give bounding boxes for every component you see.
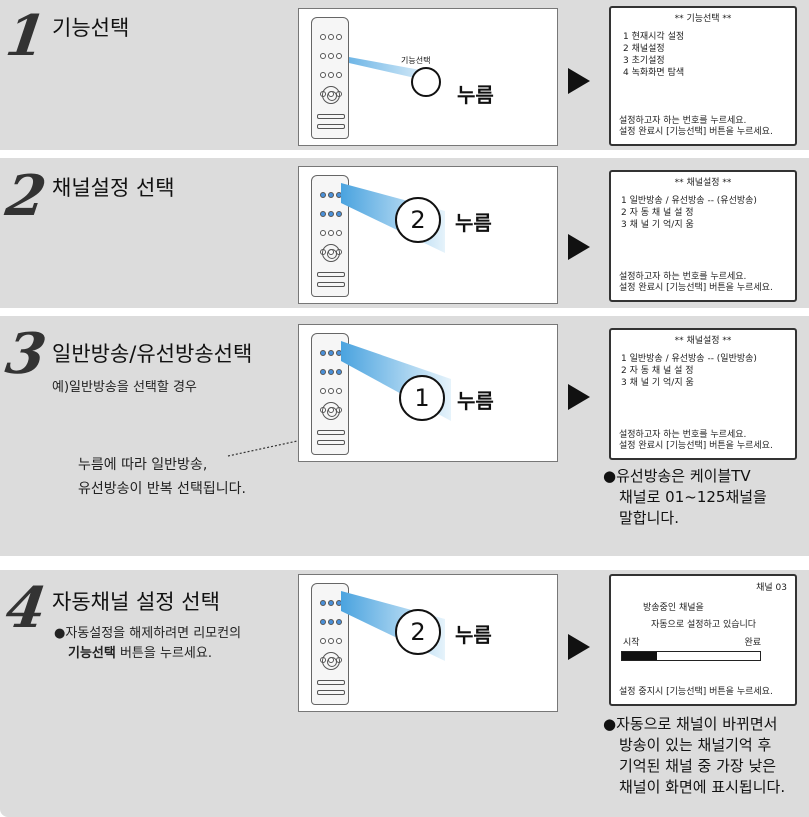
function-select-button[interactable] — [411, 67, 441, 97]
step-4-remote-panel: 2 누름 — [298, 574, 558, 712]
step-1-press-label: 누름 — [457, 83, 494, 107]
menu-item: 3 채 널 기 억/지 움 — [621, 220, 694, 230]
progress-labels: 시작 완료 — [623, 638, 761, 648]
screen-menu: 1 현재시각 설정 2 채널설정 3 초기설정 4 녹화화면 탐색 — [623, 31, 795, 79]
step-1-button-label: 기능선택 — [401, 56, 431, 65]
screen-line-2: 자동으로 설정하고 있습니다 — [651, 620, 757, 630]
step-1-screen: ** 기능선택 ** 1 현재시각 설정 2 채널설정 3 초기설정 4 녹화화… — [609, 6, 797, 146]
screen-title: ** 기능선택 ** — [674, 14, 732, 24]
menu-item: 1 일반방송 / 유선방송 -- (유선방송) — [621, 196, 757, 206]
menu-item: 2 자 동 채 널 설 정 — [621, 366, 694, 376]
menu-item: 3 채 널 기 억/지 움 — [621, 378, 694, 388]
step-1-section: 1 기능선택 기능선택 누름 ** 기능선택 ** 1 현재시각 설정 2 채널… — [0, 0, 809, 154]
step-1-remote-panel: 기능선택 누름 — [298, 8, 558, 146]
menu-item: 1 일반방송 / 유선방송 -- (일반방송) — [621, 354, 757, 364]
screen-title: ** 채널설정 ** — [674, 178, 732, 188]
menu-item: 1 현재시각 설정 — [623, 32, 685, 42]
step-4-number: 4 — [1, 575, 51, 641]
screen-footer: 설정하고자 하는 번호를 누르세요. 설정 완료시 [기능선택] 버튼을 누르세… — [619, 430, 773, 451]
progress-bar — [621, 651, 761, 661]
screen-footer: 설정하고자 하는 번호를 누르세요. 설정 완료시 [기능선택] 버튼을 누르세… — [619, 272, 773, 293]
callout-line-2: 유선방송이 반복 선택됩니다. — [78, 481, 246, 497]
menu-item: 2 채널설정 — [623, 44, 665, 54]
number-2-button[interactable]: 2 — [395, 609, 441, 655]
step-3-subtitle: 예)일반방송을 선택할 경우 — [52, 380, 197, 395]
step-4-section: 4 자동채널 설정 선택 ●자동설정을 해제하려면 리모컨의 기능선택 버튼을 … — [0, 570, 809, 817]
step-3-note: ●유선방송은 케이블TV 채널로 01~125채널을 말합니다. — [603, 467, 767, 527]
step-4-note: ●자동으로 채널이 바뀌면서 방송이 있는 채널기억 후 기억된 채널 중 가장… — [603, 715, 786, 796]
step-1-title: 기능선택 — [52, 16, 130, 40]
step-4-title: 자동채널 설정 선택 — [52, 590, 220, 614]
step-4-subtitle-line-1: ●자동설정을 해제하려면 리모컨의 — [54, 626, 242, 641]
screen-footer: 설정 중지시 [기능선택] 버튼을 누르세요. — [619, 687, 773, 697]
screen-channel: 채널 03 — [756, 583, 787, 593]
screen-menu: 1 일반방송 / 유선방송 -- (일반방송) 2 자 동 채 널 설 정 3 … — [621, 353, 795, 389]
remote-control-icon — [311, 333, 349, 455]
step-3-title: 일반방송/유선방송선택 — [52, 342, 253, 366]
step-2-screen: ** 채널설정 ** 1 일반방송 / 유선방송 -- (유선방송) 2 자 동… — [609, 170, 797, 302]
number-1-button[interactable]: 1 — [399, 375, 445, 421]
step-2-number: 2 — [1, 163, 51, 229]
screen-line-1: 방송중인 채널을 — [643, 603, 704, 613]
step-3-number: 3 — [1, 321, 51, 387]
screen-title: ** 채널설정 ** — [674, 336, 732, 346]
progress-fill — [622, 652, 657, 660]
step-2-remote-panel: 2 누름 — [298, 166, 558, 304]
callout-line-1: 누름에 따라 일반방송, — [78, 457, 208, 473]
number-2-button[interactable]: 2 — [395, 197, 441, 243]
step-2-press-label: 누름 — [455, 211, 492, 235]
arrow-right-icon — [568, 384, 590, 410]
screen-menu: 1 일반방송 / 유선방송 -- (유선방송) 2 자 동 채 널 설 정 3 … — [621, 195, 795, 231]
arrow-right-icon — [568, 634, 590, 660]
step-4-press-label: 누름 — [455, 623, 492, 647]
step-3-screen: ** 채널설정 ** 1 일반방송 / 유선방송 -- (일반방송) 2 자 동… — [609, 328, 797, 460]
remote-control-icon — [311, 17, 349, 139]
step-2-section: 2 채널설정 선택 2 누름 ** 채널설정 ** 1 일반방송 / 유선방송 … — [0, 158, 809, 312]
step-2-title: 채널설정 선택 — [52, 176, 175, 200]
screen-footer: 설정하고자 하는 번호를 누르세요. 설정 완료시 [기능선택] 버튼을 누르세… — [619, 116, 773, 137]
step-4-subtitle-line-2: 기능선택 버튼을 누르세요. — [68, 646, 212, 661]
arrow-right-icon — [568, 68, 590, 94]
step-1-number: 1 — [1, 3, 51, 69]
menu-item: 3 초기설정 — [623, 56, 665, 66]
step-3-section: 3 일반방송/유선방송선택 예)일반방송을 선택할 경우 누름에 따라 일반방송… — [0, 316, 809, 556]
remote-control-icon — [311, 583, 349, 705]
step-3-press-label: 누름 — [457, 389, 494, 413]
menu-item: 4 녹화화면 탐색 — [623, 68, 685, 78]
step-3-remote-panel: 1 누름 — [298, 324, 558, 462]
arrow-right-icon — [568, 234, 590, 260]
step-4-screen: 채널 03 방송중인 채널을 자동으로 설정하고 있습니다 시작 완료 설정 중… — [609, 574, 797, 706]
menu-item: 2 자 동 채 널 설 정 — [621, 208, 694, 218]
